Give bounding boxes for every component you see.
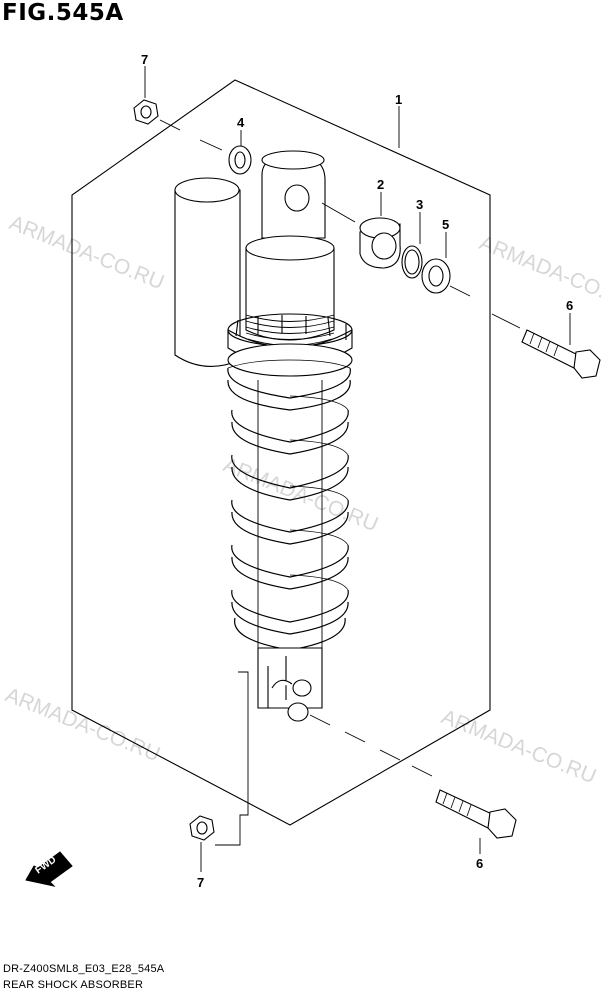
circlip <box>401 245 423 279</box>
damper-shaft <box>257 380 323 650</box>
washer-upper <box>228 145 252 175</box>
reservoir-canister <box>174 177 241 367</box>
callout-3: 3 <box>416 197 423 212</box>
callout-4: 4 <box>237 115 245 130</box>
bolt-lower <box>435 789 517 839</box>
callout-2: 2 <box>377 177 384 192</box>
nut-upper <box>133 99 159 125</box>
model-code: DR-Z400SML8_E03_E28_545A <box>3 963 165 975</box>
bolt-upper <box>521 329 601 379</box>
watermark-text: ARMADA-CO.RU <box>220 453 381 536</box>
washer <box>421 258 451 294</box>
callout-7-upper: 7 <box>141 52 148 67</box>
watermark-text: ARMADA-CO.RU <box>438 705 599 788</box>
leader-lines <box>144 66 571 872</box>
figure-title: FIG.545A <box>2 0 124 26</box>
assembly-axis-lines <box>159 119 521 846</box>
upper-mount-eye <box>261 150 326 239</box>
watermark-text: ARMADA-CO.RU <box>6 211 167 294</box>
forward-arrow-icon: FWD <box>25 851 73 887</box>
watermark-text: ARMADA-CO.RU <box>2 683 163 766</box>
collar-bushing <box>359 217 401 269</box>
callout-1: 1 <box>395 92 402 107</box>
callout-6-upper: 6 <box>566 298 573 313</box>
callout-6-lower: 6 <box>476 856 483 871</box>
figure-caption: REAR SHOCK ABSORBER <box>3 979 144 991</box>
nut-lower <box>189 815 215 841</box>
lower-clevis <box>257 647 323 722</box>
watermark-text: ARMADA-CO.RU <box>476 231 604 314</box>
callout-7-lower: 7 <box>197 875 204 890</box>
assembly-frame <box>71 79 491 826</box>
callout-5: 5 <box>442 217 449 232</box>
